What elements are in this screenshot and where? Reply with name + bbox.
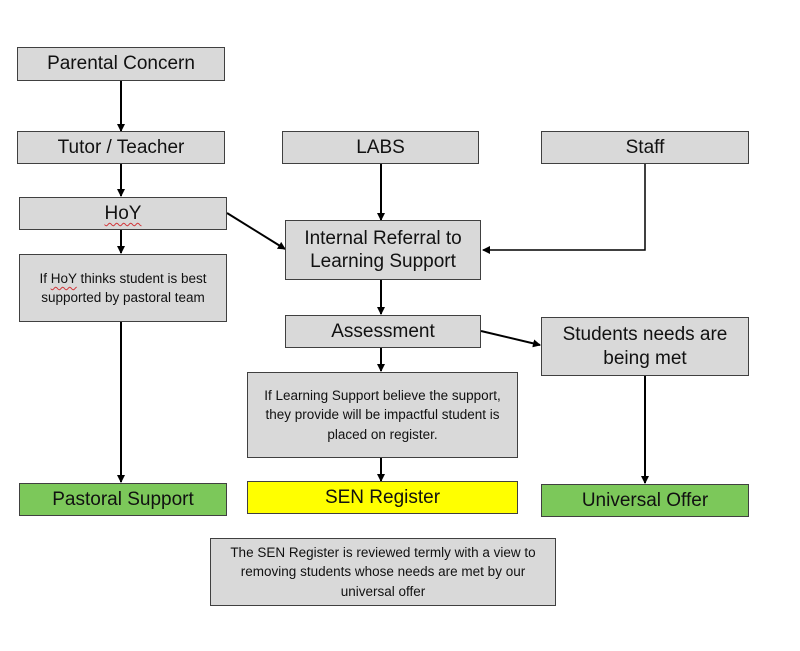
pastoral-note-hoy: HoY: [50, 270, 77, 286]
arrow-assessment-to-needs-met: [480, 330, 541, 348]
node-labs-label: LABS: [356, 136, 405, 158]
node-internal-referral: Internal Referral to Learning Support: [285, 220, 481, 280]
node-hoy: HoY: [19, 197, 227, 230]
node-labs: LABS: [282, 131, 479, 164]
node-assessment: Assessment: [285, 315, 481, 348]
node-internal-referral-line2: Learning Support: [310, 251, 456, 272]
node-tutor-teacher-label: Tutor / Teacher: [57, 136, 185, 158]
node-internal-referral-line1: Internal Referral to: [304, 227, 462, 249]
node-needs-met-line1: Students needs are: [562, 324, 728, 346]
node-universal-offer: Universal Offer: [541, 484, 749, 517]
node-review-note-text: The SEN Register is reviewed termly with…: [230, 545, 536, 599]
node-ls-note-text: If Learning Support believe the support,…: [264, 388, 501, 442]
arrow-staff-to-referral: [482, 164, 646, 254]
node-needs-met-line2: being met: [603, 347, 687, 369]
node-pastoral-note-text: If HoY thinks student is best supported …: [28, 269, 218, 307]
node-tutor-teacher: Tutor / Teacher: [17, 131, 225, 164]
node-pastoral-support-label: Pastoral Support: [52, 488, 194, 510]
node-parental-concern-label: Parental Concern: [47, 53, 195, 75]
node-pastoral-support: Pastoral Support: [19, 483, 227, 516]
node-universal-offer-label: Universal Offer: [581, 489, 709, 511]
node-hoy-label: HoY: [104, 202, 142, 224]
node-staff-label: Staff: [625, 136, 665, 158]
node-sen-register-label: SEN Register: [324, 486, 441, 508]
node-review-note: The SEN Register is reviewed termly with…: [210, 538, 556, 606]
node-ls-note: If Learning Support believe the support,…: [247, 372, 518, 458]
node-pastoral-note: If HoY thinks student is best supported …: [19, 254, 227, 322]
node-staff: Staff: [541, 131, 749, 164]
node-sen-register: SEN Register: [247, 481, 518, 514]
pastoral-note-rest: thinks student is best supported by past…: [41, 270, 207, 305]
arrow-hoy-to-referral: [226, 212, 286, 250]
pastoral-note-prefix: If: [39, 270, 51, 286]
node-needs-met: Students needs are being met: [541, 317, 749, 376]
node-assessment-label: Assessment: [331, 320, 435, 342]
node-parental-concern: Parental Concern: [17, 47, 225, 81]
